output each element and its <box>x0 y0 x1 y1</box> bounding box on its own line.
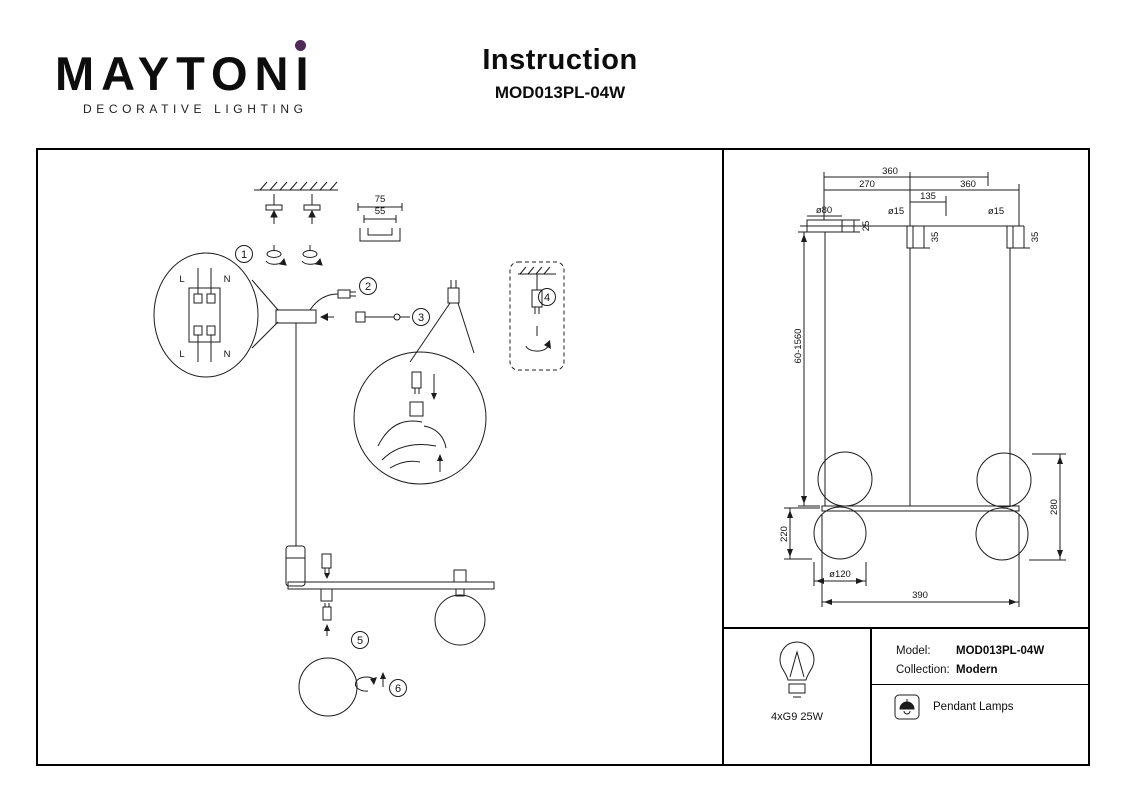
model-value: MOD013PL-04W <box>956 644 1045 657</box>
step-3-marker: 3 <box>412 308 430 326</box>
dim-360-top: 360 <box>882 166 898 177</box>
product-info-cell: Model: MOD013PL-04W Collection: Modern <box>872 629 1088 764</box>
collection-row: Collection: Modern <box>872 660 1088 679</box>
wire-label-n-top: N <box>224 274 231 285</box>
bulb-icon <box>779 641 815 698</box>
dim-75: 75 <box>375 194 386 205</box>
dim-lines-drop <box>798 231 820 507</box>
canopy <box>275 309 317 546</box>
step-2-number: 2 <box>365 281 371 293</box>
step-4-number: 4 <box>544 292 550 304</box>
step-3-number: 3 <box>418 312 424 324</box>
dim-55: 55 <box>375 206 386 217</box>
dim-25: 25 <box>861 221 872 232</box>
screw-rotate-icon <box>265 245 323 266</box>
bulb-install-zoom <box>353 351 487 485</box>
brand-block: MAYTONI DECORATIVE LIGHTING <box>55 40 316 116</box>
wire-label-l-top: L <box>179 274 184 285</box>
dim-280: 280 <box>1049 499 1060 515</box>
step-6-number: 6 <box>395 683 401 695</box>
step-5-number: 5 <box>357 635 363 647</box>
collection-value: Modern <box>956 663 998 676</box>
wire-connector <box>309 289 356 311</box>
assembly-drawing: 1 <box>153 181 565 717</box>
brand-wordmark: MAYTONI <box>55 47 316 100</box>
model-row: Model: MOD013PL-04W <box>872 641 1088 660</box>
page-title: Instruction <box>482 44 638 76</box>
title-block: Instruction MOD013PL-04W <box>420 44 700 103</box>
category-row: Pendant Lamps <box>872 694 1088 720</box>
dim-lines-390 <box>821 514 1020 607</box>
category-label: Pendant Lamps <box>933 701 1014 713</box>
dim-270: 270 <box>859 179 875 190</box>
brand-logo: MAYTONI <box>55 40 316 100</box>
lamp-spec-value: 4xG9 25W <box>771 711 823 723</box>
wire-label-n-bottom: N <box>224 349 231 360</box>
dim-360-right: 360 <box>960 179 976 190</box>
logo-dot-icon <box>294 40 306 51</box>
step-4-marker: 4 <box>538 288 556 306</box>
collection-label: Collection: <box>896 663 950 676</box>
spec-table: 4xG9 25W Model: MOD013PL-04W Collection:… <box>724 627 1088 764</box>
mounting-bracket <box>265 194 321 224</box>
dim-drop: 60-1560 <box>793 329 804 364</box>
step-2-marker: 2 <box>359 277 377 295</box>
ceiling-and-canopy <box>800 215 1024 506</box>
step-6-marker: 6 <box>389 679 407 697</box>
dimension-drawing: 360 270 360 135 ø80 <box>779 166 1066 607</box>
bulb-package-detail <box>509 261 565 371</box>
dim-35-left: 35 <box>930 232 941 243</box>
model-number: MOD013PL-04W <box>494 83 626 102</box>
dim-35-right: 35 <box>1030 232 1041 243</box>
dim-lines-280 <box>1029 453 1066 561</box>
pendant-bar <box>813 451 1032 561</box>
main-frame: 1 <box>36 148 1090 766</box>
lamp-spec-cell: 4xG9 25W <box>724 629 872 764</box>
wiring-detail-zoom: L N L N <box>153 252 279 378</box>
step-1-number: 1 <box>241 249 247 261</box>
bracket-detail: 75 55 <box>357 194 403 242</box>
dim-lines-35 <box>913 226 1030 249</box>
dim-dia15-right: ø15 <box>988 206 1004 217</box>
dim-390: 390 <box>912 590 928 601</box>
spec-divider <box>872 684 1088 685</box>
dimension-drawing-area: 360 270 360 135 ø80 <box>724 150 1088 627</box>
insert-arrow <box>320 313 334 321</box>
step-1-marker: 1 <box>235 245 253 263</box>
dim-135: 135 <box>920 191 936 202</box>
dim-220: 220 <box>779 526 790 542</box>
threaded-rod <box>355 311 410 323</box>
ceiling-symbol <box>254 181 338 191</box>
pendant-lamp-icon <box>894 694 920 720</box>
dimension-panel: 360 270 360 135 ø80 <box>724 150 1088 764</box>
wire-label-l-bottom: L <box>179 349 184 360</box>
step-5-marker: 5 <box>351 631 369 649</box>
dim-dia120: ø120 <box>829 569 851 580</box>
brand-tagline: DECORATIVE LIGHTING <box>83 102 308 116</box>
rotate-arrow <box>354 672 386 692</box>
model-label: Model: <box>896 644 931 657</box>
dim-lines-25 <box>842 219 860 233</box>
dim-dia80: ø80 <box>816 205 832 216</box>
assembly-panel: 1 <box>38 150 724 764</box>
dim-dia15-left: ø15 <box>888 206 904 217</box>
dim-lines-top <box>823 172 1020 226</box>
